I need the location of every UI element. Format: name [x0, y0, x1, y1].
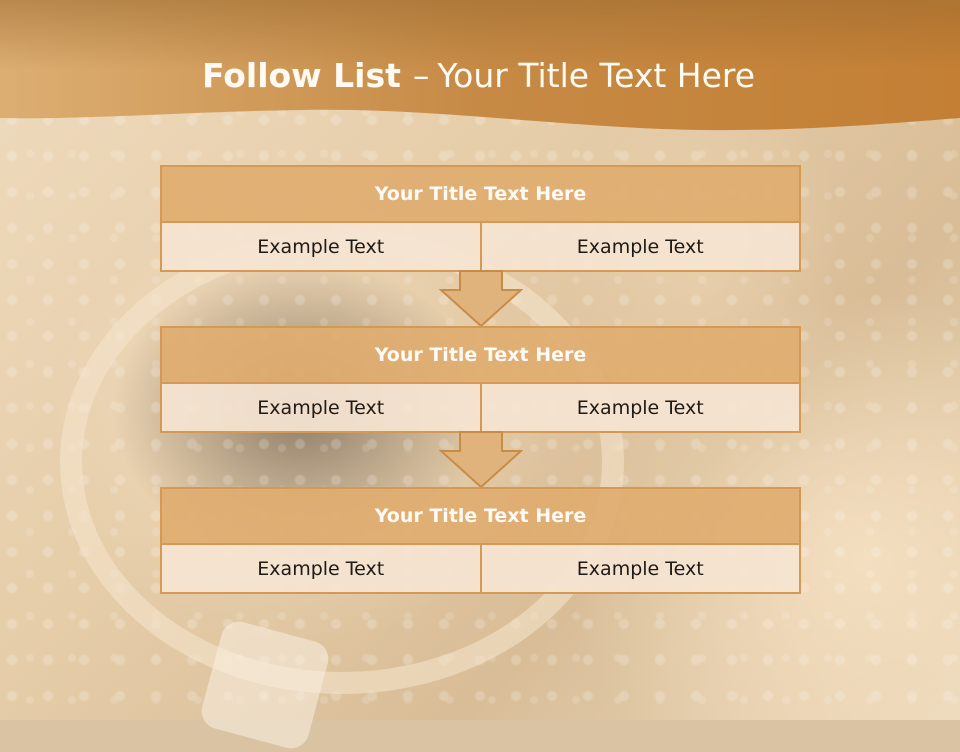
stage-cell-left: Example Text — [257, 557, 385, 580]
stage-box-1: Your Title Text Here Example Text Exampl… — [160, 165, 801, 272]
title-separator: – — [412, 56, 430, 95]
stage-title: Your Title Text Here — [162, 328, 799, 384]
stage-row: Example Text Example Text — [162, 384, 799, 431]
slide-title: Follow List–Your Title Text Here — [0, 55, 960, 97]
stage-box-2: Your Title Text Here Example Text Exampl… — [160, 326, 801, 433]
stage-cell-right: Example Text — [479, 545, 800, 592]
down-arrow-icon — [439, 431, 523, 489]
stage-cell-right: Example Text — [479, 384, 800, 431]
stage-cell-left: Example Text — [257, 396, 385, 419]
stage-title: Your Title Text Here — [162, 489, 799, 545]
stage-row: Example Text Example Text — [162, 223, 799, 270]
stage-box-3: Your Title Text Here Example Text Exampl… — [160, 487, 801, 594]
down-arrow-icon — [439, 270, 523, 328]
coffee-cup-rim — [60, 230, 624, 694]
header-band — [0, 0, 960, 131]
stage-row: Example Text Example Text — [162, 545, 799, 592]
stage-title: Your Title Text Here — [162, 167, 799, 223]
stage-cell-right: Example Text — [479, 223, 800, 270]
title-rest: Your Title Text Here — [437, 56, 756, 95]
title-bold: Follow List — [202, 56, 401, 95]
stage-cell-left: Example Text — [257, 235, 385, 258]
